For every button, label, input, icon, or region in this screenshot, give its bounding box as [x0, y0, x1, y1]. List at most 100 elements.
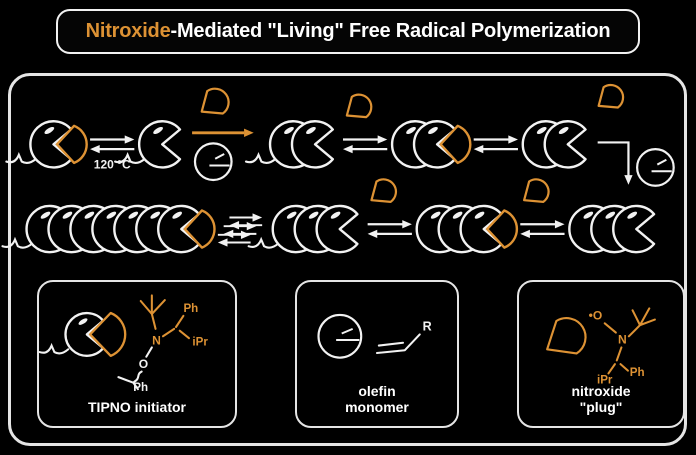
pacman-icon [138, 120, 182, 169]
pacman-with-plug-icon [38, 311, 127, 358]
pacman-eye [44, 126, 55, 135]
scheme-panel: 120 °C N Ph iPr O Ph [1, 73, 687, 446]
nitroxide-wedge-icon [597, 83, 625, 109]
plug-in-mouth-icon [183, 209, 216, 249]
scheme-eq [473, 135, 518, 154]
pacman-icon [315, 204, 359, 254]
pacman-icon [64, 311, 105, 357]
scheme-elbow_monomer [597, 141, 675, 187]
legend-row: N Ph iPr O Ph TIPNO initiator [37, 280, 685, 428]
pacman-eye [428, 126, 438, 135]
plug-in-mouth-icon [439, 124, 472, 165]
pacman-eye [536, 126, 547, 135]
monomer-circle-icon [317, 313, 363, 359]
pacman-eye [106, 211, 117, 219]
scheme-eq [367, 178, 412, 238]
pacman-eye [330, 211, 341, 219]
chain-tail [247, 236, 280, 249]
pacman-eye [430, 211, 441, 219]
plug-in-mouth-icon [88, 311, 127, 358]
legend-box-plug: •O N iPr Ph nitroxide "plug" [517, 280, 685, 428]
monomer-graphic: R [317, 313, 432, 359]
elbow-arrow [597, 141, 630, 178]
plug-graphic: •O N iPr Ph [546, 307, 656, 387]
pacman-eye [153, 126, 163, 135]
pacman-eye [605, 211, 616, 219]
pacman-eye [84, 211, 95, 219]
nitroxide-structure: •O N iPr Ph [589, 307, 656, 387]
scheme-chain [244, 120, 334, 169]
tipno-structure: N Ph iPr O Ph [117, 294, 208, 394]
pacman-eye [406, 126, 416, 135]
pacman-eye [583, 211, 594, 219]
pacman-icon [412, 120, 457, 169]
atom-Ph: Ph [630, 366, 645, 379]
pacman-eye [452, 211, 463, 219]
atom-iPr: iPr [192, 336, 208, 349]
nitroxide-wedge-icon [345, 93, 373, 119]
pacman-icon [459, 204, 503, 254]
pacman-icon [290, 120, 334, 169]
atom-O: O [139, 357, 148, 371]
title-banner: Nitroxide-Mediated "Living" Free Radical… [56, 9, 640, 54]
scheme-monomer_addition [192, 87, 254, 182]
chain-tail [244, 152, 277, 165]
atom-N: N [618, 333, 627, 347]
atom-Ph-bottom: Ph [133, 381, 148, 394]
nitroxide-wedge-icon [523, 178, 550, 203]
atom-O-radical: •O [589, 309, 603, 323]
monomer-circle-icon [193, 142, 233, 182]
nitroxide-wedge-icon [370, 178, 398, 203]
pacman-eye [78, 318, 88, 325]
scheme-chain [247, 204, 359, 254]
pacman-eye [558, 126, 569, 135]
atom-iPr: iPr [597, 374, 613, 387]
atom-Ph-top: Ph [183, 302, 198, 315]
plug-label-line1: nitroxide [571, 382, 631, 399]
scheme-chain [5, 120, 88, 169]
chain-tail [5, 152, 38, 165]
atom-N: N [152, 334, 161, 348]
initiator-label: TIPNO initiator [39, 399, 235, 416]
scheme-multi_eq [217, 213, 263, 247]
scheme-chain [390, 120, 472, 169]
plug-in-mouth-icon [485, 209, 519, 249]
legend-box-initiator: N Ph iPr O Ph TIPNO initiator [37, 280, 237, 428]
scheme-eq [520, 178, 565, 238]
scheme-chain [415, 204, 519, 254]
pacman-eye [308, 211, 319, 219]
olefin-structure: R [375, 320, 432, 355]
nitroxide-wedge-icon [546, 317, 587, 355]
title-rest: -Mediated "Living" Free Radical Polymeri… [170, 20, 611, 42]
pacman-eye [474, 211, 485, 219]
chain-tail [1, 236, 34, 249]
pacman-eye [128, 211, 139, 219]
scheme-chain [568, 204, 656, 254]
scheme-chain [521, 83, 625, 169]
legend-box-monomer: R olefin monomer [295, 280, 459, 428]
pacman-eye [172, 211, 183, 219]
monomer-label-line2: monomer [345, 399, 409, 416]
scheme-chain [114, 120, 182, 169]
initiator-graphic: N Ph iPr O Ph [38, 294, 208, 394]
initiator-label-text: TIPNO initiator [88, 399, 186, 416]
pacman-eye [306, 126, 316, 135]
reaction-scheme-canvas: 120 °C [1, 83, 675, 254]
pacman-eye [284, 126, 294, 135]
chain-tail [114, 152, 146, 165]
pacman-eye [627, 211, 638, 219]
plug-label: nitroxide "plug" [519, 383, 683, 416]
plug-in-mouth-icon [55, 124, 88, 165]
atom-R: R [423, 320, 432, 334]
monomer-circle-icon [636, 148, 675, 187]
scheme-eq [342, 93, 388, 154]
pacman-icon [157, 204, 201, 254]
pacman-icon [612, 204, 656, 254]
pacman-eye [150, 211, 161, 219]
chain-tail [38, 342, 70, 355]
pacman-icon [29, 120, 73, 169]
pacman-eye [62, 211, 73, 219]
plug-label-line2: "plug" [579, 399, 623, 416]
monomer-label-line1: olefin [358, 382, 396, 399]
